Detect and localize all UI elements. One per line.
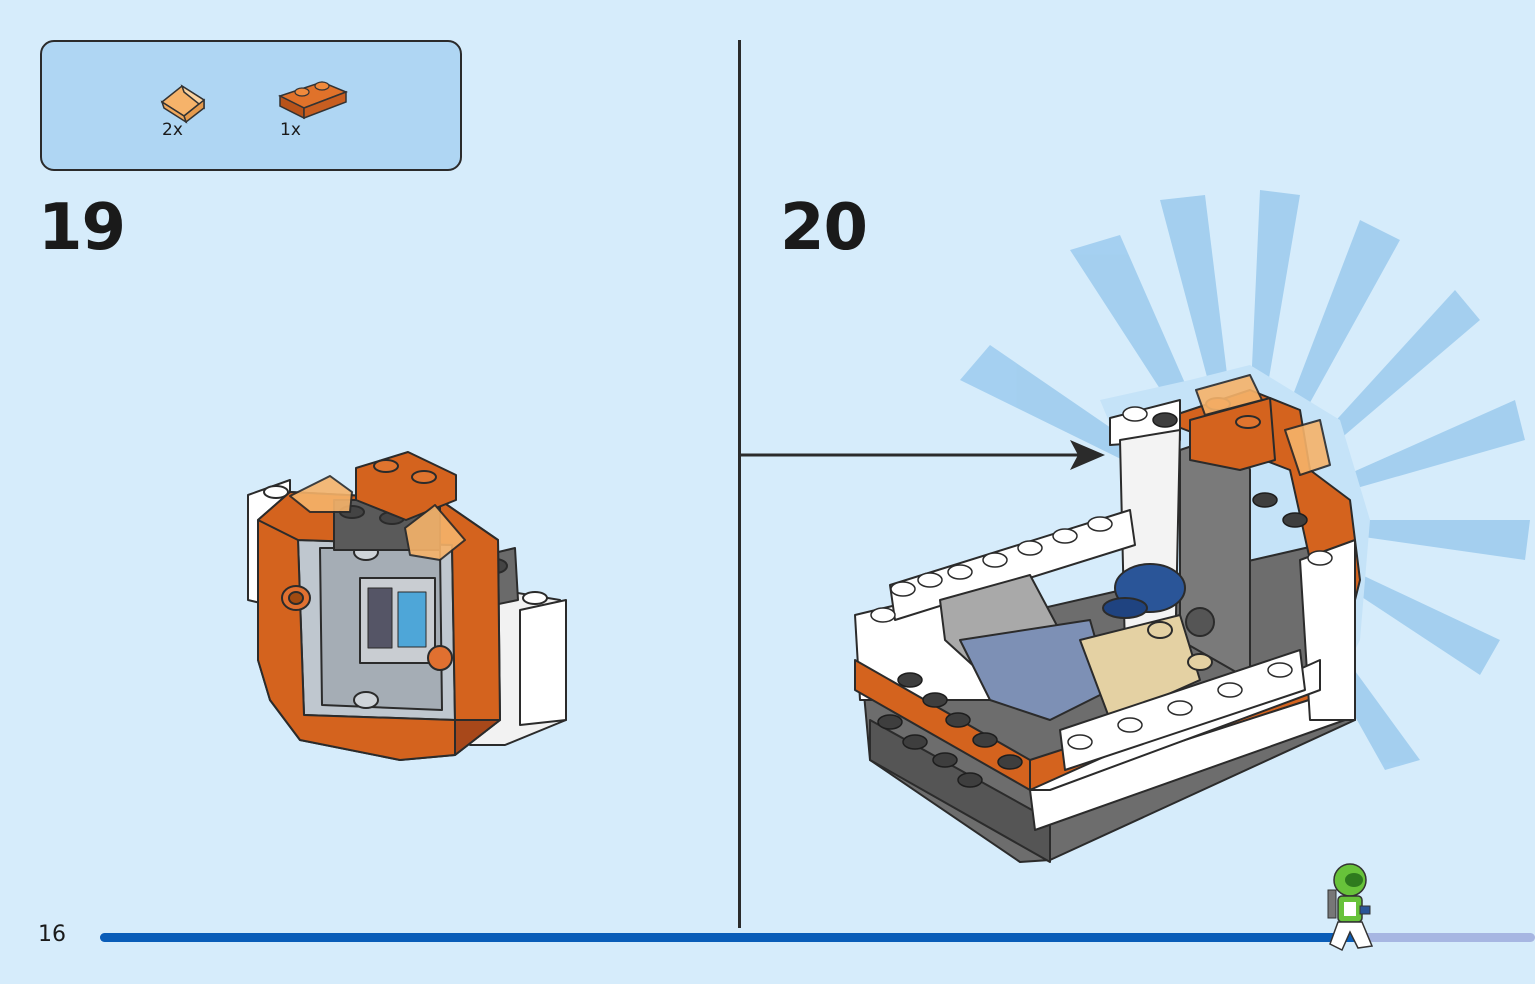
- placement-arrow: [740, 440, 1105, 470]
- step-divider: [738, 40, 741, 928]
- part-slope-icon: [156, 74, 236, 154]
- step-number: 20: [780, 191, 868, 265]
- astronaut-progress-icon: [1327, 863, 1374, 952]
- part-quantity: 1x: [280, 120, 301, 140]
- step-number: 19: [38, 191, 126, 265]
- progress-bar-fill: [100, 933, 1359, 942]
- part-plate-icon: [278, 74, 358, 154]
- parts-callout: 2x 1x: [40, 40, 462, 171]
- step-20-studs: [870, 406, 1333, 750]
- part-quantity: 2x: [162, 120, 183, 140]
- step-20-model: [854, 374, 1361, 863]
- step-20-dark-studs: [877, 412, 1308, 788]
- step-19-model: [247, 451, 567, 761]
- page-number: 16: [38, 922, 66, 947]
